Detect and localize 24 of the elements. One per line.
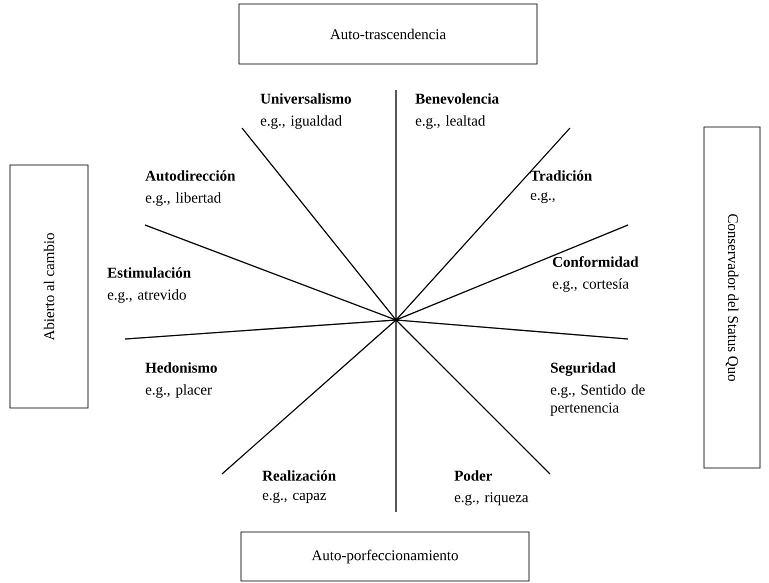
value-name: Tradición	[530, 170, 592, 181]
category-box: Auto-trascendencia	[238, 4, 538, 64]
value-example: e.g.,	[530, 192, 555, 204]
value-name: Benevolencia	[415, 93, 499, 104]
value-name: Hedonismo	[145, 362, 217, 373]
value-example: e.g., capaz	[262, 492, 326, 504]
value-example: e.g., igualdad	[260, 115, 342, 129]
value-example: e.g., libertad	[146, 192, 221, 206]
value-name: Seguridad	[551, 362, 616, 376]
value-name: Poder	[454, 470, 492, 481]
value-name: Estimulación	[107, 267, 191, 278]
category-box: Conservador del Status Quo	[704, 126, 760, 468]
value-example: e.g., lealtad	[416, 115, 486, 129]
value-example: e.g., atrevido	[108, 289, 186, 303]
category-box: Auto-porfeccionamiento	[240, 532, 530, 582]
value-example: e.g., placer	[146, 384, 212, 398]
value-example: e.g., Sentido de pertenencia	[550, 384, 645, 416]
value-name: Universalismo	[260, 93, 351, 104]
value-example: e.g., cortesía	[552, 278, 629, 292]
value-name: Autodirección	[145, 170, 236, 181]
value-name: Realización	[262, 470, 336, 481]
value-example: e.g., riqueza	[454, 492, 528, 506]
value-name: Conformidad	[552, 256, 638, 267]
category-box: Abierto al cambio	[10, 164, 88, 408]
